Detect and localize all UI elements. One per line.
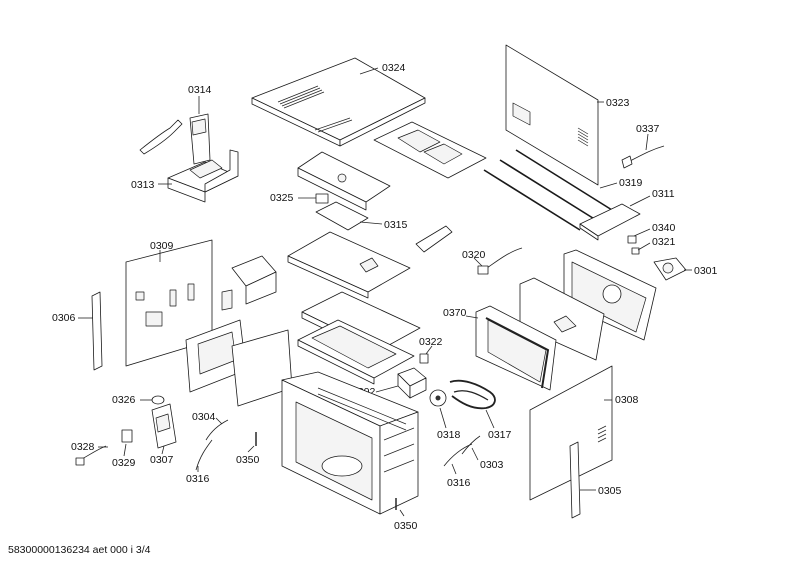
part-rear-panel[interactable] xyxy=(505,44,599,186)
label-0321: 0321 xyxy=(652,236,676,248)
label-0305: 0305 xyxy=(598,485,622,497)
part-small-bracket[interactable] xyxy=(419,353,429,364)
part-small-plate[interactable] xyxy=(315,201,369,231)
part-side-panel-left[interactable] xyxy=(125,239,213,367)
part-fan-bracket[interactable] xyxy=(167,149,239,203)
label-0324: 0324 xyxy=(382,62,406,74)
label-0337: 0337 xyxy=(636,123,660,135)
part-wire-b[interactable] xyxy=(195,439,213,471)
label-0319: 0319 xyxy=(619,177,643,189)
part-sensor[interactable] xyxy=(477,247,523,275)
label-0307: 0307 xyxy=(150,454,174,466)
part-left-strip[interactable] xyxy=(91,291,103,371)
label-0328: 0328 xyxy=(71,441,95,453)
label-0350b: 0350 xyxy=(394,520,418,532)
label-0323: 0323 xyxy=(606,97,630,109)
label-0325: 0325 xyxy=(270,192,294,204)
label-0304: 0304 xyxy=(192,411,216,423)
label-0370: 0370 xyxy=(443,307,467,319)
label-0326: 0326 xyxy=(112,394,136,406)
label-0316a: 0316 xyxy=(186,473,210,485)
drawing-reference: 58300000136234 aet 000 i 3/4 xyxy=(8,544,151,556)
part-clip-b[interactable] xyxy=(461,435,481,455)
part-transformer[interactable] xyxy=(397,367,427,399)
part-heater-frame[interactable] xyxy=(297,319,415,385)
label-0308: 0308 xyxy=(615,394,639,406)
part-fan-wheel[interactable] xyxy=(429,389,447,407)
part-lamp-bracket[interactable] xyxy=(151,403,177,449)
part-motor[interactable] xyxy=(653,257,687,281)
part-centre-plate-top[interactable] xyxy=(287,231,411,299)
label-0315: 0315 xyxy=(384,219,408,231)
label-0303: 0303 xyxy=(480,459,504,471)
part-heating-element[interactable] xyxy=(449,379,496,410)
part-lamp-holder[interactable] xyxy=(121,429,133,443)
label-0340: 0340 xyxy=(652,222,676,234)
part-rods[interactable] xyxy=(483,149,613,231)
part-side-frame[interactable] xyxy=(185,319,293,407)
label-0350a: 0350 xyxy=(236,454,260,466)
label-0306: 0306 xyxy=(52,312,76,324)
label-0322: 0322 xyxy=(419,336,443,348)
part-top-cover[interactable] xyxy=(251,57,426,147)
part-top-duct[interactable] xyxy=(297,151,391,211)
part-heater-plate[interactable] xyxy=(373,121,487,179)
label-0316b: 0316 xyxy=(447,477,471,489)
part-clip[interactable] xyxy=(627,235,640,255)
part-door-frame[interactable] xyxy=(475,305,557,391)
part-rear-bracket[interactable] xyxy=(579,203,641,241)
part-right-strip[interactable] xyxy=(569,441,581,519)
label-0314: 0314 xyxy=(188,84,212,96)
part-side-panel-right[interactable] xyxy=(529,365,613,501)
label-0318: 0318 xyxy=(437,429,461,441)
part-fan-cover[interactable] xyxy=(519,277,605,361)
part-cable[interactable] xyxy=(621,145,665,169)
part-oven-cavity[interactable] xyxy=(281,371,419,515)
part-knob[interactable] xyxy=(151,395,165,405)
label-0311: 0311 xyxy=(652,188,675,200)
part-deflector[interactable] xyxy=(415,225,453,253)
label-0329: 0329 xyxy=(112,457,136,469)
label-0301: 0301 xyxy=(694,265,718,277)
label-0320: 0320 xyxy=(462,249,486,261)
label-0309: 0309 xyxy=(150,240,174,252)
part-wire-a[interactable] xyxy=(205,419,229,441)
part-shelf-plate[interactable] xyxy=(221,255,277,311)
part-connector[interactable] xyxy=(315,193,329,204)
label-0313: 0313 xyxy=(131,179,155,191)
part-hook-bracket[interactable] xyxy=(139,113,211,165)
label-0317: 0317 xyxy=(488,429,512,441)
